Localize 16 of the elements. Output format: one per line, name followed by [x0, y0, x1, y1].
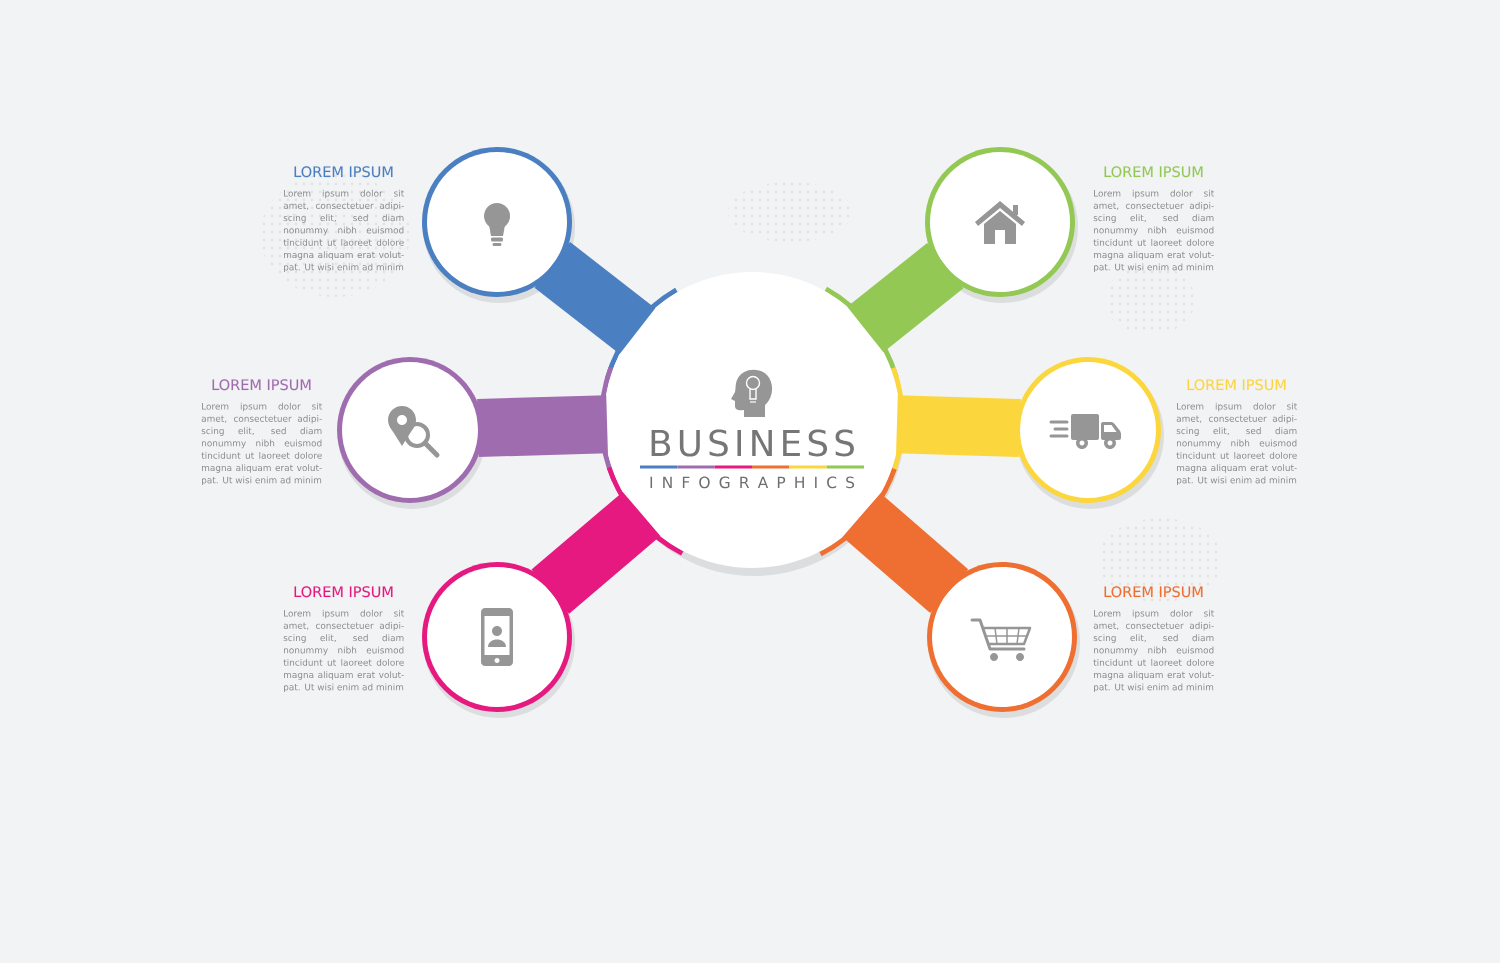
step-description: Lorem ipsum dolor sit amet, consectetuer adipi- scing elit, sed diam nonummy nibh euismod tincidunt ut laoreet dolore magna aliquam erat volut- pat. Ut wisi enim ad minim — [1093, 609, 1214, 693]
connector-band — [896, 395, 1021, 457]
step-heading: LOREM IPSUM — [1104, 166, 1203, 178]
subtitle-text: I N F O G R A P H I C S — [650, 476, 855, 489]
connector-band — [477, 395, 608, 457]
step-description: Lorem ipsum dolor sit amet, consectetuer adipi- scing elit, sed diam nonummy nibh euismod tincidunt ut laoreet dolore magna aliquam erat volut- pat. Ut wisi enim ad minim — [1093, 189, 1214, 273]
step-description: Lorem ipsum dolor sit amet, consectetuer adipi- scing elit, sed diam nonummy nibh euismod tincidunt ut laoreet dolore magna aliquam erat volut- pat. Ut wisi enim ad minim — [201, 402, 322, 486]
step-heading: LOREM IPSUM — [212, 379, 311, 391]
step-heading: LOREM IPSUM — [1104, 586, 1203, 598]
step-description: Lorem ipsum dolor sit amet, consectetuer adipi- scing elit, sed diam nonummy nibh euismod tincidunt ut laoreet dolore magna aliquam erat volut- pat. Ut wisi enim ad minim — [1176, 402, 1297, 486]
step-heading: LOREM IPSUM — [294, 586, 393, 598]
step-heading: LOREM IPSUM — [1187, 379, 1286, 391]
step-heading: LOREM IPSUM — [294, 166, 393, 178]
title-text: BUSINESS — [651, 429, 854, 457]
step-description: Lorem ipsum dolor sit amet, consectetuer adipi- scing elit, sed diam nonummy nibh euismod tincidunt ut laoreet dolore magna aliquam erat volut- pat. Ut wisi enim ad minim — [283, 609, 404, 693]
step-description: Lorem ipsum dolor sit amet, consectetuer adipi- scing elit, sed diam nonummy nibh euismod tincidunt ut laoreet dolore magna aliquam erat volut- pat. Ut wisi enim ad minim — [283, 189, 404, 273]
